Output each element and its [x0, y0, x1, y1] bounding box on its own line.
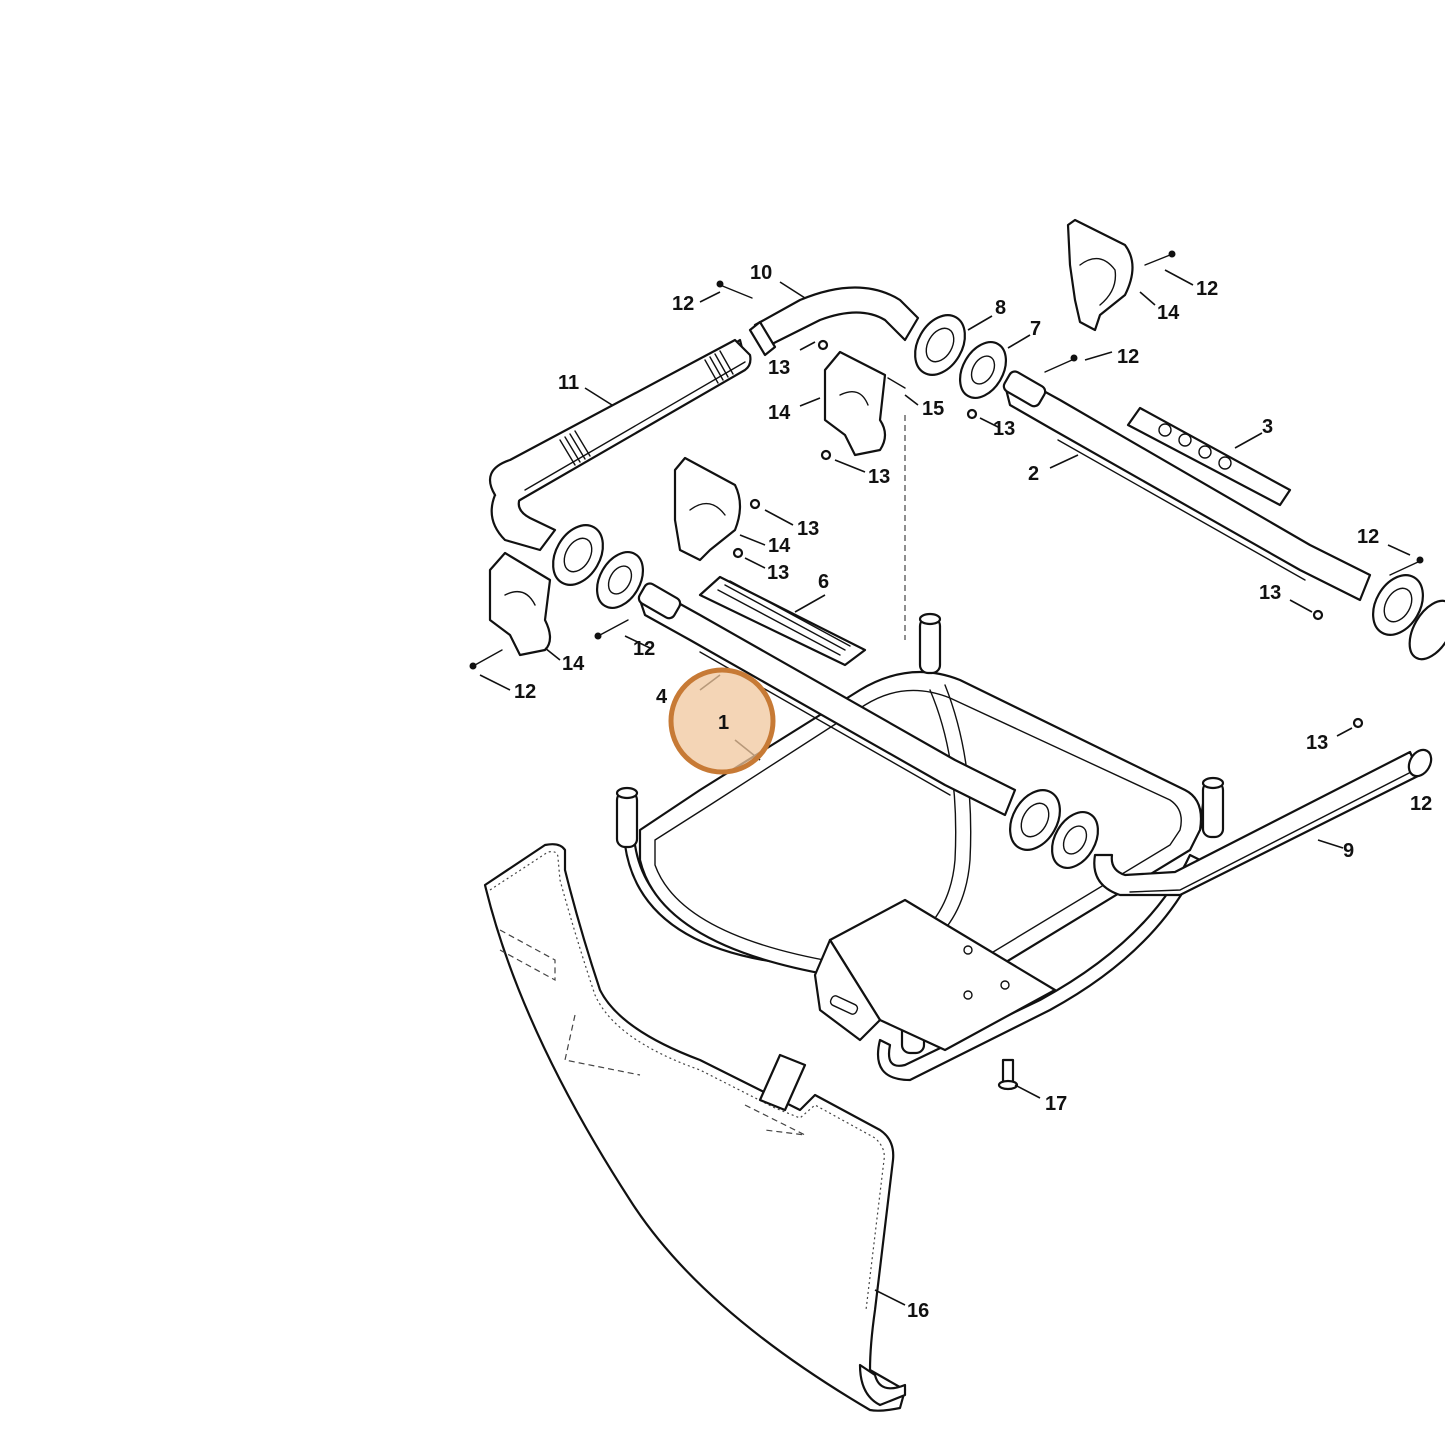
callout-17: 17 [1045, 1093, 1067, 1115]
callout-14-d: 14 [562, 653, 585, 675]
screw-17 [997, 1058, 1019, 1091]
callout-13-d: 13 [797, 518, 819, 540]
callout-13-g: 13 [1306, 732, 1328, 754]
callout-14-a: 14 [1157, 302, 1180, 324]
callout-14-c: 14 [768, 535, 791, 557]
upper-handle[interactable] [488, 286, 920, 552]
callout-13-a: 13 [768, 357, 790, 379]
callout-12-g: 12 [1410, 793, 1432, 815]
catcher-frame[interactable] [615, 612, 1225, 1082]
clamp-middle[interactable] [823, 350, 887, 457]
handle-hub-lower[interactable] [1000, 781, 1107, 876]
clamp-left-upper[interactable] [673, 456, 742, 562]
callout-14-b: 14 [768, 402, 791, 424]
clamp-top-right[interactable] [1066, 218, 1134, 332]
callout-12-b: 12 [1196, 278, 1218, 300]
clamp-left-lower[interactable] [488, 551, 552, 657]
leader-lines [479, 269, 1411, 1306]
callout-6: 6 [818, 571, 829, 593]
callout-12-f: 12 [514, 681, 536, 703]
handle-tube-9[interactable] [1093, 746, 1435, 897]
callout-3: 3 [1262, 416, 1273, 438]
callout-2: 2 [1028, 463, 1039, 485]
callout-13-b: 13 [993, 418, 1015, 440]
lower-handle-tube-right[interactable] [1002, 369, 1372, 602]
callout-13-c: 13 [868, 466, 890, 488]
nut-13 [732, 339, 1364, 729]
handle-hub-top[interactable] [905, 306, 1015, 406]
highlight-marker [668, 667, 776, 775]
callout-4: 4 [656, 686, 668, 708]
callout-12-c: 12 [1117, 346, 1139, 368]
callout-13-f: 13 [1259, 582, 1281, 604]
callout-16: 16 [907, 1300, 929, 1322]
callout-12-d: 12 [1357, 526, 1379, 548]
callout-10: 10 [750, 262, 772, 284]
callout-8: 8 [995, 297, 1006, 319]
handle-hub-right[interactable] [1363, 566, 1445, 666]
callout-11: 11 [558, 372, 579, 394]
callout-12-a: 12 [672, 293, 694, 315]
callout-1: 1 [718, 712, 729, 734]
handle-hub-left[interactable] [543, 516, 652, 616]
callout-labels: 1 2 3 4 6 7 8 9 10 11 12 12 12 12 12 12 … [514, 262, 1432, 1322]
sticker-warning [1126, 406, 1292, 507]
sticker-label [698, 575, 867, 667]
callout-13-e: 13 [767, 562, 789, 584]
pin-15 [887, 377, 906, 640]
callout-15: 15 [922, 398, 944, 420]
grass-bag[interactable] [483, 843, 907, 1412]
callout-9: 9 [1343, 840, 1354, 862]
callout-7: 7 [1030, 318, 1041, 340]
screw-12 [469, 250, 1424, 670]
callout-12-e: 12 [633, 638, 655, 660]
